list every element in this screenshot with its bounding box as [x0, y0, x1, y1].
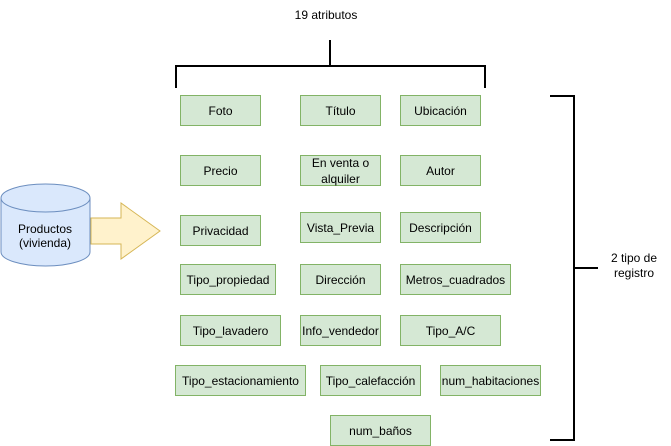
attr-box: Info_vendedor	[300, 315, 381, 346]
attr-box: num_habitaciones	[440, 365, 541, 396]
header-label: 19 atributos	[294, 8, 358, 22]
attr-box: Tipo_propiedad	[180, 264, 276, 295]
attr-box: Precio	[180, 155, 261, 186]
attr-box: Metros_cuadrados	[400, 264, 511, 295]
attr-box: num_baños	[330, 415, 431, 446]
attr-box: Descripción	[400, 212, 481, 243]
right-bracket	[550, 95, 575, 441]
attr-box: Autor	[400, 155, 481, 186]
attr-box: Tipo_lavadero	[180, 315, 281, 346]
attr-box: Tipo_A/C	[400, 315, 501, 346]
side-label: 2 tipo de registro	[610, 251, 658, 280]
attr-box: Ubicación	[400, 95, 481, 126]
database-icon	[0, 183, 91, 267]
attr-box: En venta o alquiler	[300, 155, 381, 186]
attr-box: Dirección	[300, 264, 381, 295]
attr-box: Foto	[180, 95, 261, 126]
block-arrow	[90, 202, 161, 260]
attr-box: Tipo_calefacción	[320, 365, 421, 396]
attr-box: Tipo_estacionamiento	[175, 365, 306, 396]
attr-box: Título	[300, 95, 381, 126]
attr-box: Privacidad	[180, 215, 261, 246]
attr-box: Vista_Previa	[300, 212, 381, 243]
database-label: Productos (vivienda)	[17, 222, 73, 250]
top-bracket	[175, 65, 486, 88]
